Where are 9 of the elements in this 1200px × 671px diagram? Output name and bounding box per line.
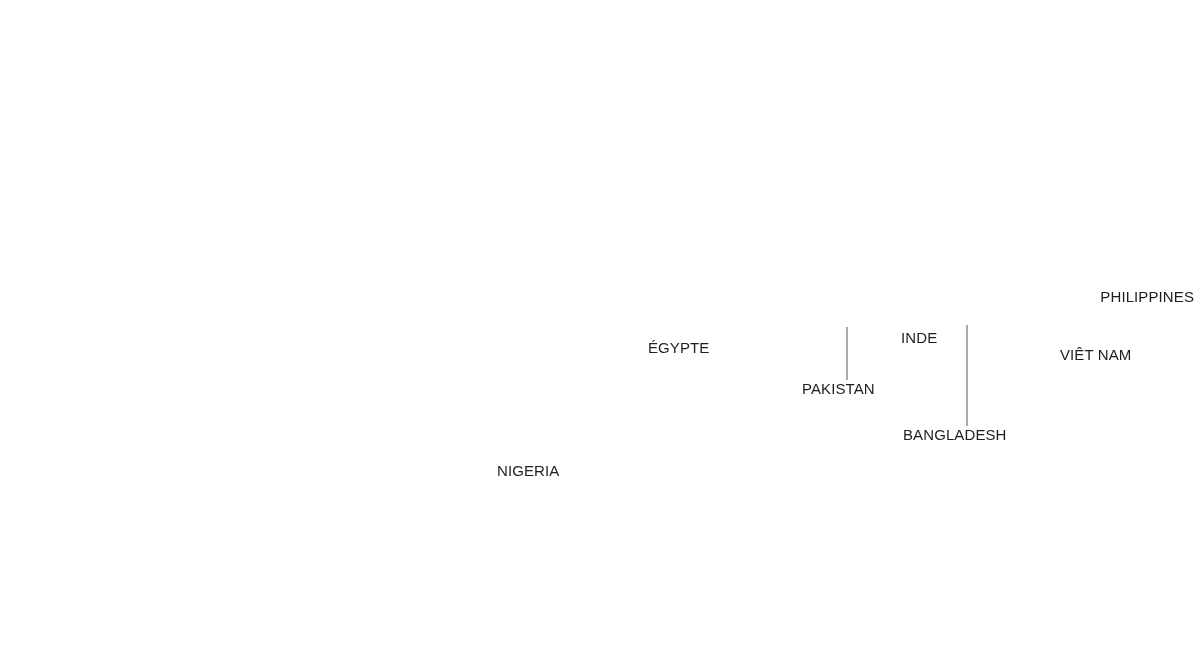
country-label: PAKISTAN (802, 380, 875, 397)
country-label: PHILIPPINES (1100, 288, 1194, 305)
country-label: INDE (901, 329, 938, 346)
country-label: BANGLADESH (903, 426, 1007, 443)
country-label: NIGERIA (497, 462, 560, 479)
country-label: VIÊT NAM (1060, 346, 1132, 363)
leader-line (966, 324, 968, 427)
country-label: ÉGYPTE (648, 339, 710, 356)
leader-line (846, 326, 848, 381)
